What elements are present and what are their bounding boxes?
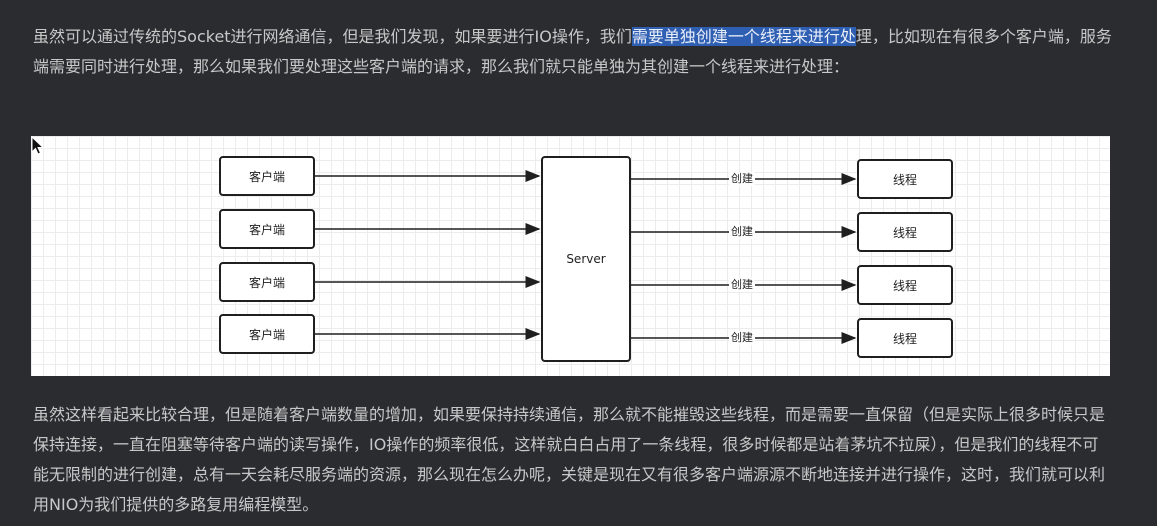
thread-node-4: 线程 xyxy=(857,318,953,358)
selected-text-highlight[interactable]: 需要单独创建一个线程来进行处 xyxy=(631,27,856,46)
client-node-4: 客户端 xyxy=(219,314,315,354)
create-edge-label-4: 创建 xyxy=(729,331,755,345)
architecture-diagram: 客户端 客户端 客户端 客户端 Server 创建 创建 创建 创建 线程 线程… xyxy=(31,136,1110,376)
thread-node-1: 线程 xyxy=(857,159,953,199)
client-node-1: 客户端 xyxy=(219,156,315,196)
intro-text-before: 虽然可以通过传统的Socket进行网络通信，但是我们发现，如果要进行IO操作，我… xyxy=(33,27,632,46)
client-node-3: 客户端 xyxy=(219,262,315,302)
intro-text-after: 理，比如现在有很多个客户端，服务端需要同时进行处理，那么如果我们要处理这些客户端… xyxy=(33,27,1112,76)
create-edge-label-2: 创建 xyxy=(729,225,755,239)
thread-node-3: 线程 xyxy=(857,265,953,305)
create-edge-label-1: 创建 xyxy=(729,172,755,186)
create-edge-label-3: 创建 xyxy=(729,278,755,292)
client-node-2: 客户端 xyxy=(219,209,315,249)
thread-node-2: 线程 xyxy=(857,212,953,252)
explanation-paragraph: 虽然这样看起来比较合理，但是随着客户端数量的增加，如果要保持持续通信，那么就不能… xyxy=(33,405,1106,514)
server-node: Server xyxy=(541,156,631,362)
intro-paragraph: 虽然可以通过传统的Socket进行网络通信，但是我们发现，如果要进行IO操作，我… xyxy=(33,22,1113,82)
mouse-pointer-icon xyxy=(31,136,45,155)
